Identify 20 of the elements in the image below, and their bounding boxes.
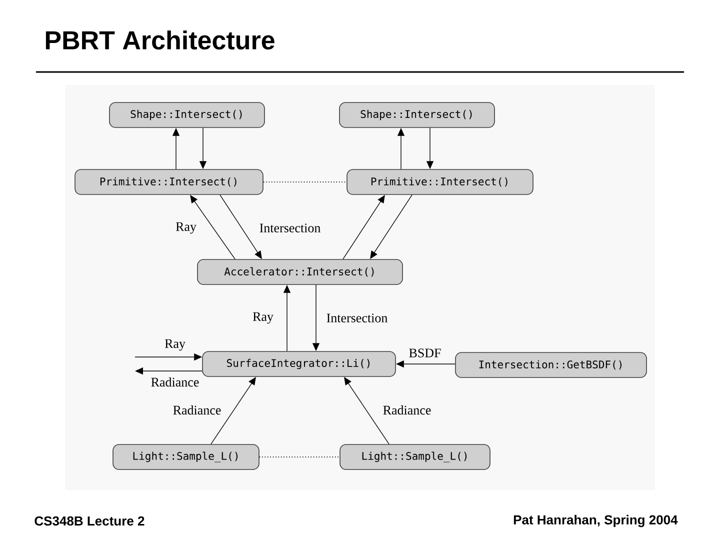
function-box: Shape::Intersect() [109,102,265,128]
edge-label: Ray [174,221,198,235]
footer-text: CS348B Lecture 2 [34,516,144,526]
footer-text: Pat Hanrahan, Spring 2004 [514,514,678,528]
dotted-line [259,456,340,458]
function-box: Accelerator::Intersect() [197,259,403,285]
edge-label: Intersection [258,222,322,234]
edge-label: BSDF [408,348,442,358]
dotted-line [263,181,347,183]
function-box: SurfaceIntegrator::Li() [202,351,396,377]
function-box: Shape::Intersect() [339,102,495,128]
edge-label: Ray [164,338,186,352]
function-box: Intersection::GetBSDF() [455,352,647,378]
function-box: Primitive::Intersect() [74,169,264,195]
edge-label: Ray [252,311,274,325]
edge-label: Intersection [325,312,389,324]
function-box: Primitive::Intersect() [346,169,534,195]
function-box: Light::Sample_L() [112,444,260,470]
function-box: Light::Sample_L() [340,444,490,470]
slide-title: PBRT Architecture [46,30,274,50]
